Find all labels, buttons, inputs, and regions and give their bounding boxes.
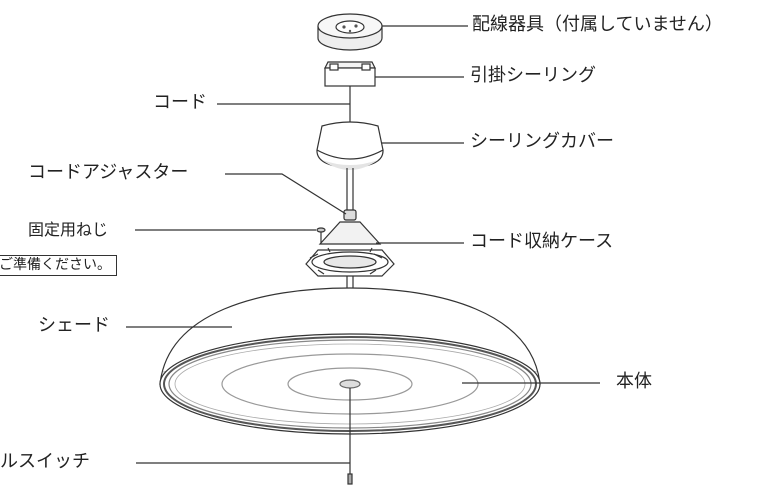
- hook-ceiling-label: 引掛シーリング: [470, 65, 596, 86]
- cord-case-label: コード収納ケース: [470, 231, 614, 252]
- cord-label: コード: [153, 92, 207, 113]
- fixing-screw-illustration: [316, 227, 326, 244]
- pull-switch-label: ルスイッチ: [0, 451, 90, 472]
- cord-adjuster-label: コードアジャスター: [28, 162, 189, 183]
- wiring-device-illustration: [317, 13, 383, 51]
- note-box: ご準備ください。: [0, 255, 117, 277]
- hook-ceiling-illustration: [324, 61, 376, 87]
- fixing-screw-label: 固定用ねじ: [28, 220, 109, 239]
- cord-case-illustration: [305, 221, 395, 277]
- leader-lines: [126, 25, 600, 464]
- ceiling-cover-illustration: [316, 121, 384, 170]
- cord-adjuster-illustration: [343, 209, 357, 221]
- wiring-device-label: 配線器具（付属していません）: [472, 14, 723, 35]
- body-label: 本体: [616, 371, 652, 392]
- shade-label: シェード: [38, 315, 110, 336]
- ceiling-cover-label: シーリングカバー: [470, 131, 614, 152]
